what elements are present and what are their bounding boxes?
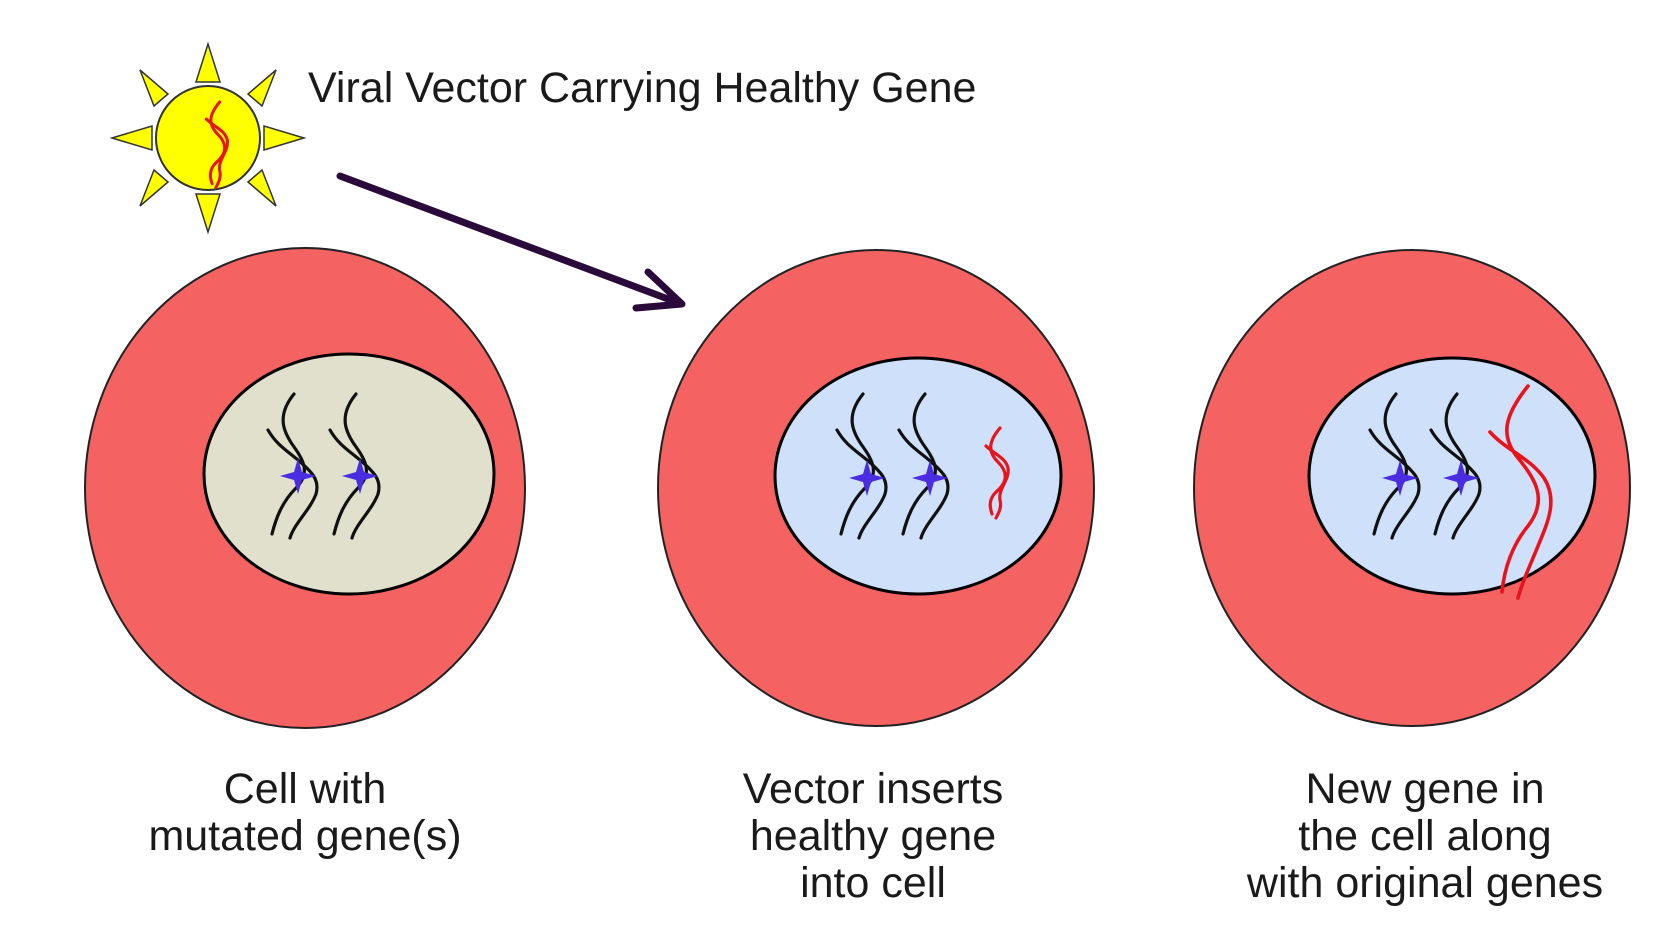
insertion-arrow: [336, 172, 686, 312]
cell-vector-insertion: [657, 249, 1095, 727]
cell-1-caption-line-2: mutated gene(s): [148, 812, 462, 860]
virus-capsid: [155, 85, 261, 191]
virus-icon: [109, 41, 307, 235]
cell-3-caption-line-2: the cell along: [1298, 812, 1552, 860]
cell-3-caption-line-1: New gene in: [1305, 765, 1545, 813]
virus-spikes: [109, 41, 307, 235]
cell-3-caption: New gene in the cell along with original…: [1165, 766, 1680, 907]
cell-2-nucleus: [773, 356, 1063, 596]
cell-2-caption-line-3: into cell: [800, 859, 946, 907]
cell-2-caption-line-1: Vector inserts: [742, 765, 1004, 813]
cell-2-caption-line-2: healthy gene: [749, 812, 997, 860]
cell-1-caption-line-1: Cell with: [223, 765, 387, 813]
cell-3-caption-line-3: with original genes: [1246, 859, 1604, 907]
vector-label: Viral Vector Carrying Healthy Gene: [308, 64, 977, 112]
cell-2-caption: Vector inserts healthy gene into cell: [613, 766, 1133, 907]
cell-1-caption: Cell with mutated gene(s): [45, 766, 565, 860]
cell-mutated: [84, 247, 526, 729]
cell-with-new-gene: [1193, 249, 1631, 727]
